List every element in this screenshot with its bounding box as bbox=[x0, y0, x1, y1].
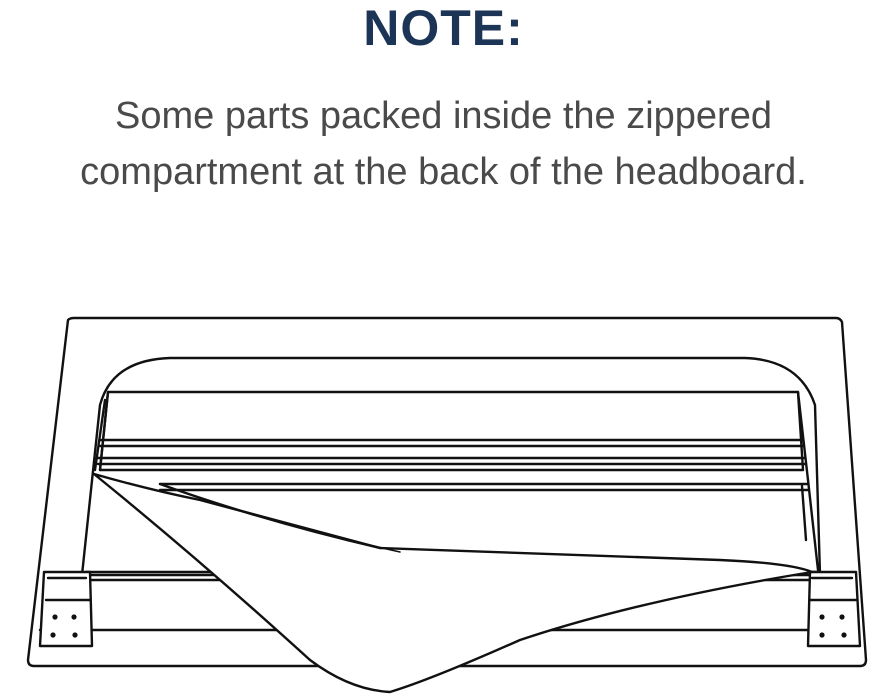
note-text-line-2: compartment at the back of the headboard… bbox=[80, 151, 807, 193]
right-leg-bracket bbox=[806, 570, 862, 648]
zipper-flap bbox=[92, 472, 814, 694]
note-text-line-1: Some parts packed inside the zippered bbox=[115, 95, 772, 137]
note-text: Some parts packed inside the zippered co… bbox=[0, 88, 887, 200]
left-leg-bracket bbox=[38, 570, 94, 648]
note-title: NOTE: bbox=[363, 0, 524, 56]
headboard-illustration bbox=[26, 316, 868, 694]
